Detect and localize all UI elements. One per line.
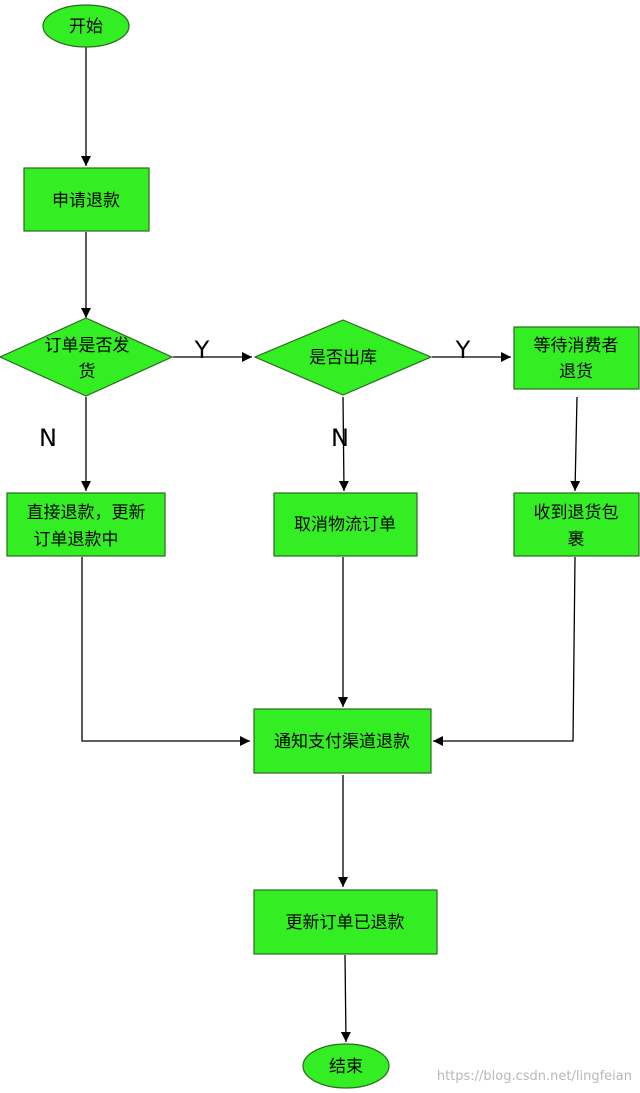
edge-receive-to-notify	[433, 556, 576, 746]
no-label-outbound: N	[331, 424, 349, 452]
yes-label-shipped: Y	[194, 336, 210, 364]
outbound-decision-node	[253, 319, 433, 396]
receive-parcel-label-line1: 收到退货包	[534, 503, 619, 523]
notify-payment-label: 通知支付渠道退款	[274, 732, 410, 752]
wait-return-label-line1: 等待消费者	[534, 336, 619, 356]
end-node	[302, 1043, 390, 1089]
notify-payment-node	[253, 708, 432, 774]
direct-refund-node	[6, 492, 166, 557]
outbound-decision-label: 是否出库	[309, 348, 377, 368]
cancel-logistics-label: 取消物流订单	[294, 515, 396, 535]
edge-wait-to-receive	[570, 396, 581, 492]
edge-direct-to-notify	[81, 557, 250, 746]
start-node	[42, 4, 130, 48]
yes-label-outbound: Y	[455, 336, 471, 364]
wait-return-label-line2: 退货	[559, 362, 593, 382]
end-label: 结束	[329, 1057, 363, 1077]
receive-parcel-node	[513, 492, 640, 557]
cancel-logistics-node	[273, 492, 418, 557]
update-refunded-label: 更新订单已退款	[286, 913, 405, 933]
watermark-text: https://blog.csdn.net/lingfeian	[437, 1069, 632, 1084]
direct-refund-label-line1: 直接退款，更新	[27, 503, 146, 523]
no-label-shipped: N	[39, 424, 57, 452]
shipped-decision-node	[0, 317, 174, 397]
apply-refund-node	[23, 167, 150, 232]
edge-outbound-no	[338, 396, 349, 492]
edge-update-to-end	[340, 954, 351, 1043]
apply-refund-label: 申请退款	[52, 191, 120, 211]
shipped-decision-label-line1: 订单是否发	[45, 336, 130, 356]
wait-return-node	[513, 326, 640, 390]
start-label: 开始	[69, 17, 103, 37]
shipped-decision-label-line2: 货	[79, 362, 96, 382]
receive-parcel-label-line2: 裹	[568, 530, 585, 550]
direct-refund-label-line2: 订单退款中	[34, 530, 119, 550]
update-refunded-node	[253, 889, 438, 955]
